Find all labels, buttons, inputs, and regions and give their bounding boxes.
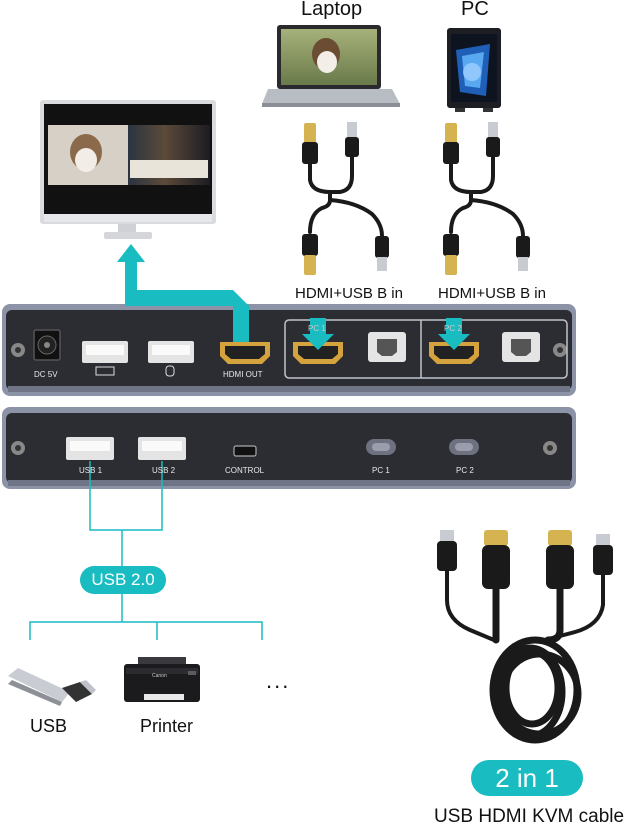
cable-caption: USB HDMI KVM cable <box>434 806 625 827</box>
printer-brand: Canon <box>152 673 167 679</box>
keyboard-icon <box>95 366 115 376</box>
usb1-label: USB 1 <box>79 466 103 475</box>
mouse-icon <box>165 365 175 377</box>
usb-tree <box>29 461 263 640</box>
rear-pc1-tag: PC 1 <box>308 324 326 333</box>
printer-icon <box>124 657 200 702</box>
more-devices-ellipsis: ... <box>266 668 291 693</box>
rear-panel <box>2 304 576 396</box>
hdmi-out-label: HDMI OUT <box>223 370 263 379</box>
laptop-label: Laptop <box>301 0 363 20</box>
monitor-icon <box>40 100 216 239</box>
usb-label: USB <box>30 716 68 736</box>
pc-cable-set <box>443 122 530 275</box>
pc2-label: PC 2 <box>456 466 474 475</box>
control-label: CONTROL <box>225 466 265 475</box>
hdmi-out-arrow <box>117 244 249 342</box>
pc-tower-icon <box>447 28 501 112</box>
pc-input-label: HDMI+USB B in <box>438 285 546 302</box>
pc1-label: PC 1 <box>372 466 390 475</box>
dc-label: DC 5V <box>34 370 58 379</box>
rear-pc2-tag: PC 2 <box>444 324 462 333</box>
laptop-cable-set <box>302 122 389 275</box>
laptop-icon <box>262 25 400 107</box>
usb-stick-icon <box>8 668 96 706</box>
input-bay <box>284 319 568 379</box>
usb-2-badge: USB 2.0 <box>80 566 166 594</box>
input-arrows <box>302 318 470 350</box>
laptop-input-label: HDMI+USB B in <box>295 285 403 302</box>
usb2-label: USB 2 <box>152 466 176 475</box>
pc-label: PC <box>461 0 489 20</box>
front-panel <box>2 407 576 489</box>
two-in-one-badge: 2 in 1 <box>471 760 583 796</box>
kvm-cable-icon <box>437 530 613 744</box>
printer-label: Printer <box>140 716 194 736</box>
control-port <box>233 445 257 457</box>
